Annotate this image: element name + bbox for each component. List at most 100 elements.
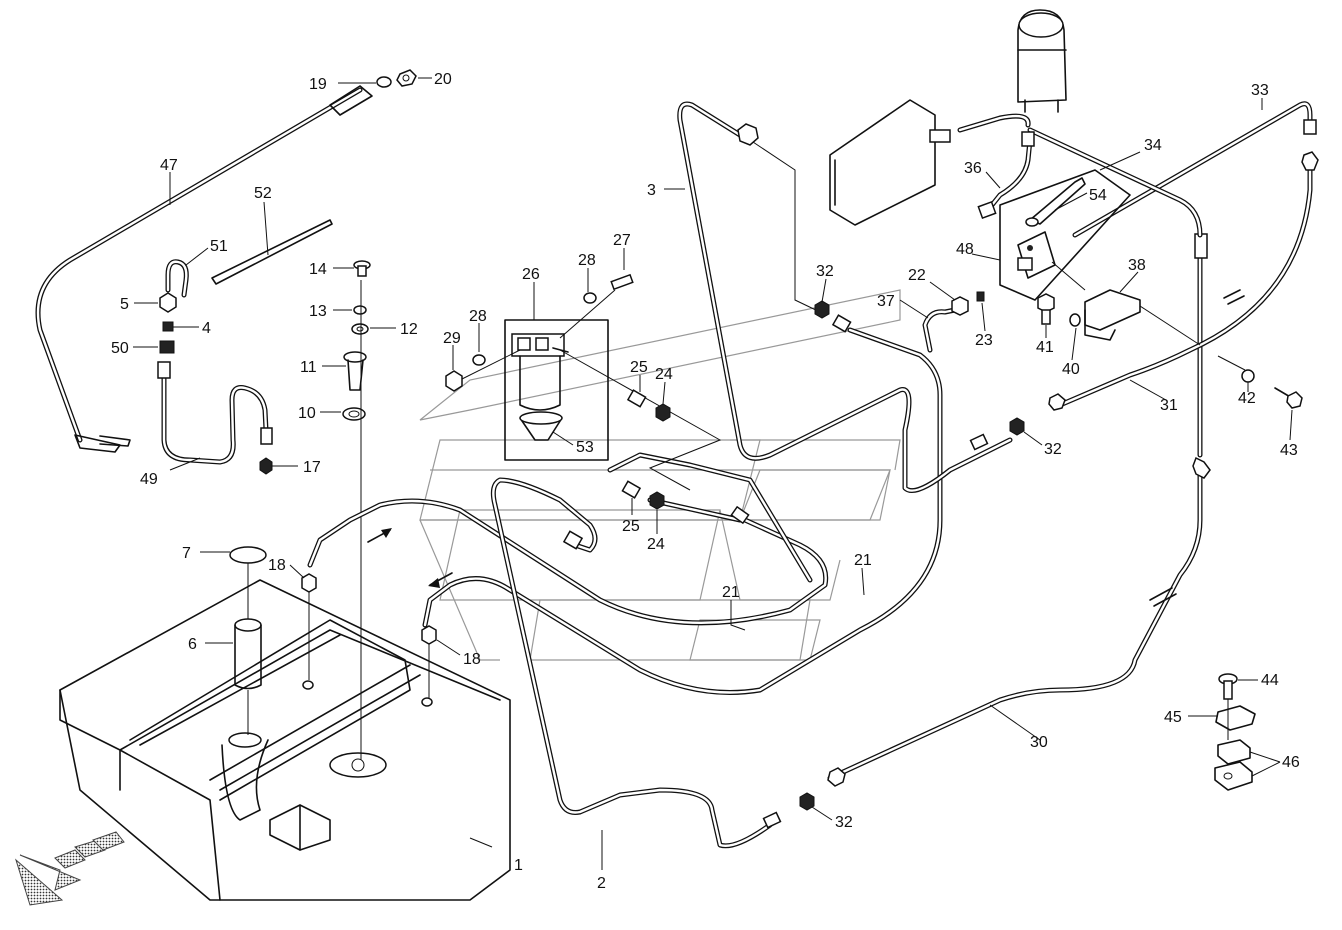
hose-36 [977,131,1035,219]
fitting-17 [259,457,273,475]
callout-2: 2 [597,875,606,892]
leader-lines [133,77,1293,870]
fitting-32-lower [762,792,815,829]
nut-22 [951,296,969,316]
callout-42: 42 [1238,390,1256,407]
sleeve-11 [343,351,367,391]
fitting-24-upper [655,403,671,422]
nut-20 [396,69,417,87]
fitting-32-middle [969,417,1025,451]
washer-19 [376,76,392,88]
fuel-line-3 [677,101,1013,494]
fitting-return-joint [562,530,584,550]
callout-22: 22 [908,267,926,284]
callout-21-left: 21 [722,584,740,601]
pipe-37 [922,307,958,353]
callout-33: 33 [1251,82,1269,99]
callout-34: 34 [1144,137,1162,154]
clamp-46 [1214,739,1253,791]
callout-19: 19 [309,76,327,93]
callout-45: 45 [1164,709,1182,726]
fitting-18-right [421,625,437,645]
callout-24-upper: 24 [655,366,673,383]
elbow-hose-51 [165,259,189,298]
filler-cap-7 [229,546,267,564]
callout-24-lower: 24 [647,536,665,553]
hose-49 [157,361,273,465]
callout-51: 51 [210,238,228,255]
fitting-32-upper [814,300,852,333]
fuel-line-30 [827,467,1203,787]
washer-40 [1069,313,1081,327]
filter-bolt-axis [559,289,616,339]
fitting-24-lower [649,491,665,510]
callout-44: 44 [1261,672,1279,689]
callout-4: 4 [202,320,211,337]
filler-neck-6 [234,618,262,690]
callout-32-lower: 32 [835,814,853,831]
fitting-50 [159,340,175,354]
bolt-43-axis [1217,355,1246,371]
clamp-plate-45 [1215,705,1256,731]
washer-13 [353,305,367,315]
callout-37: 37 [877,293,895,310]
callout-32-upper: 32 [816,263,834,280]
callout-41: 41 [1036,339,1054,356]
fitting-18-left [301,573,317,593]
washer-28-top [583,292,597,304]
callout-32-middle: 32 [1044,441,1062,458]
callout-7: 7 [182,545,191,562]
washer-12 [351,323,369,335]
fitting-25-lower [621,480,642,499]
callout-48: 48 [956,241,974,258]
washer-28-left [472,354,486,366]
callout-11: 11 [300,359,317,376]
callout-1: 1 [514,857,523,874]
callout-12: 12 [400,321,418,338]
callout-53: 53 [576,439,594,456]
bowl-53 [519,411,563,441]
fuel-line-31-33 [1048,101,1319,479]
callout-36: 36 [964,160,982,177]
callout-46: 46 [1282,754,1300,771]
flow-arrow-return [428,572,453,588]
callout-13: 13 [309,303,327,320]
nut-29 [445,370,463,392]
callout-6: 6 [188,636,197,653]
callout-38: 38 [1128,257,1146,274]
cable-tie-52 [211,219,333,285]
fitting-21-joint [730,505,750,525]
callout-21-right: 21 [854,552,872,569]
callout-30: 30 [1030,734,1048,751]
callout-29: 29 [443,330,461,347]
callout-14: 14 [309,261,327,278]
callout-47: 47 [160,157,178,174]
callout-25-upper: 25 [630,359,648,376]
flow-arrow-supply [367,528,392,543]
filter-assembly-26 [504,319,609,461]
callout-5: 5 [120,296,129,313]
washer-42 [1241,369,1255,383]
callout-26: 26 [522,266,540,283]
callout-27: 27 [613,232,631,249]
callout-28-top: 28 [578,252,596,269]
callout-labels: 19 20 47 52 51 5 4 50 49 17 14 13 12 11 … [111,71,1300,892]
callout-31: 31 [1160,397,1178,414]
callout-17: 17 [303,459,321,476]
bracket-38 [1084,289,1141,341]
bolt-41 [1037,293,1055,325]
fitting-3-top [737,123,759,146]
fuel-line-21 [307,327,943,849]
callout-25-lower: 25 [622,518,640,535]
fuel-line-34 [957,113,1203,238]
lever-54 [1025,177,1086,227]
bolt-44 [1218,673,1238,700]
fuel-cooler [829,99,951,226]
fitting-25-upper [626,389,647,408]
callout-20: 20 [434,71,452,88]
callout-50: 50 [111,340,129,357]
hose-47 [35,85,373,453]
chassis-outline [419,289,901,661]
callout-28-left: 28 [469,308,487,325]
